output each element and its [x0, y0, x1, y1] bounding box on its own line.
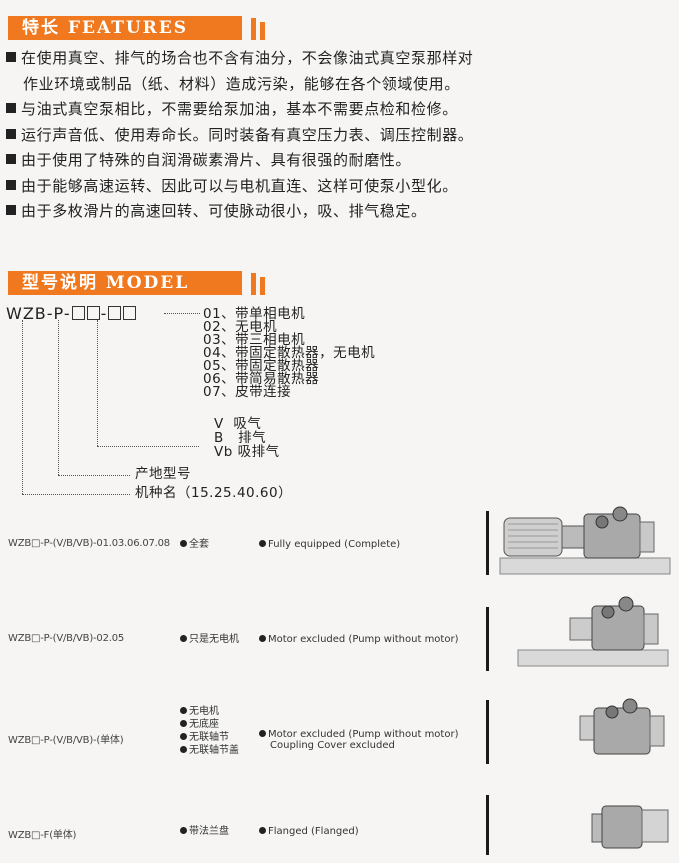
square-bullet-icon [6, 128, 16, 139]
square-bullet-icon [6, 154, 16, 164]
motor-option: 06、带简易散热器 [203, 371, 320, 387]
leader-line [97, 320, 98, 446]
feature-item: 由于使用了特殊的自润滑碳素滑片、具有很强的耐磨性。 [6, 148, 566, 174]
config-cn: 无联轴节盖 [180, 744, 239, 757]
code-box [123, 306, 137, 320]
series-label: 机种名（15.25.40.60） [135, 485, 293, 501]
motor-option: 04、带固定散热器，无电机 [203, 345, 376, 361]
code-box [71, 306, 85, 320]
config-en: Motor excluded (Pump without motor) [259, 634, 458, 645]
config-model: WZB□-P-(V/B/VB)-(单体) [8, 735, 124, 746]
config-cn-list: 无电机 无底座 无联轴节 无联轴节盖 [180, 705, 239, 757]
pump-flanged-image [591, 805, 669, 849]
config-cn: 无联轴节 [180, 731, 239, 744]
motor-option: 07、皮带连接 [203, 384, 292, 400]
feature-item: 由于能够高速运转、因此可以与电机直连、这样可使泵小型化。 [6, 174, 566, 200]
port-option: Vb 吸排气 [214, 444, 280, 460]
config-cn: 全套 [180, 538, 209, 551]
code-box [86, 306, 100, 320]
bullet-dot-icon [180, 746, 187, 753]
divider-bar [486, 607, 489, 671]
leader-line [164, 313, 200, 314]
features-title: 特长 FEATURES [8, 16, 242, 40]
config-model: WZB□-F(单体) [8, 830, 77, 841]
config-cn: 无电机 [180, 705, 239, 718]
square-bullet-icon [6, 103, 16, 113]
origin-label: 产地型号 [135, 466, 191, 482]
config-cn: 带法兰盘 [180, 825, 229, 838]
feature-item: 在使用真空、排气的场合也不含有油分，不会像油式真空泵那样对 [6, 46, 566, 72]
config-cn: 只是无电机 [180, 633, 239, 646]
leader-line [97, 446, 199, 447]
square-bullet-icon [6, 52, 16, 62]
config-cn: 无底座 [180, 718, 239, 731]
motor-option: 05、带固定散热器 [203, 358, 320, 374]
feature-item: 由于多枚滑片的高速回转、可使脉动很小，吸、排气稳定。 [6, 199, 566, 225]
motor-option: 01、带单相电机 [203, 306, 306, 322]
feature-item: 与油式真空泵相比，不需要给泵加油，基本不需要点检和检修。 [6, 97, 566, 123]
feature-item-continued: 作业环境或制品（纸、材料）造成污染，能够在各个领域使用。 [23, 74, 460, 93]
motor-option: 03、带三相电机 [203, 332, 306, 348]
model-title: 型号说明 MODEL [8, 271, 242, 295]
bullet-dot-icon [259, 635, 266, 642]
port-option: B 排气 [214, 430, 267, 446]
leader-line [22, 494, 130, 495]
config-en: Fully equipped (Complete) [259, 539, 400, 550]
port-option: V 吸气 [214, 416, 262, 432]
pump-unit-image [579, 698, 665, 755]
config-model: WZB□-P-(V/B/VB)-02.05 [8, 633, 125, 644]
bullet-dot-icon [180, 827, 187, 834]
square-bullet-icon [6, 205, 16, 215]
bullet-dot-icon [180, 733, 187, 740]
code-box [108, 306, 122, 320]
divider-bar [486, 511, 489, 575]
divider-bar [486, 700, 489, 764]
feature-item: 运行声音低、使用寿命长。同时装备有真空压力表、调压控制器。 [6, 123, 566, 149]
pump-complete-image [499, 506, 671, 575]
bullet-dot-icon [259, 540, 266, 547]
motor-option: 02、无电机 [203, 319, 278, 335]
bullet-dot-icon [180, 707, 187, 714]
bullet-dot-icon [259, 827, 266, 834]
config-en: Motor excluded (Pump without motor)Coupl… [259, 729, 458, 751]
bullet-dot-icon [259, 730, 266, 737]
bullet-dot-icon [180, 540, 187, 547]
square-bullet-icon [6, 179, 16, 190]
leader-line [58, 475, 130, 476]
divider-bar [486, 795, 489, 855]
feature-list: 在使用真空、排气的场合也不含有油分，不会像油式真空泵那样对 作业环境或制品（纸、… [6, 46, 566, 225]
config-en: Flanged (Flanged) [259, 826, 359, 837]
config-model: WZB□-P-(V/B/VB)-01.03.06.07.08 [8, 538, 170, 549]
pump-without-motor-image [517, 596, 669, 667]
bullet-dot-icon [180, 635, 187, 642]
model-code: WZB-P-- [6, 304, 137, 323]
bullet-dot-icon [180, 720, 187, 727]
leader-line [22, 320, 23, 494]
leader-line [58, 320, 59, 475]
